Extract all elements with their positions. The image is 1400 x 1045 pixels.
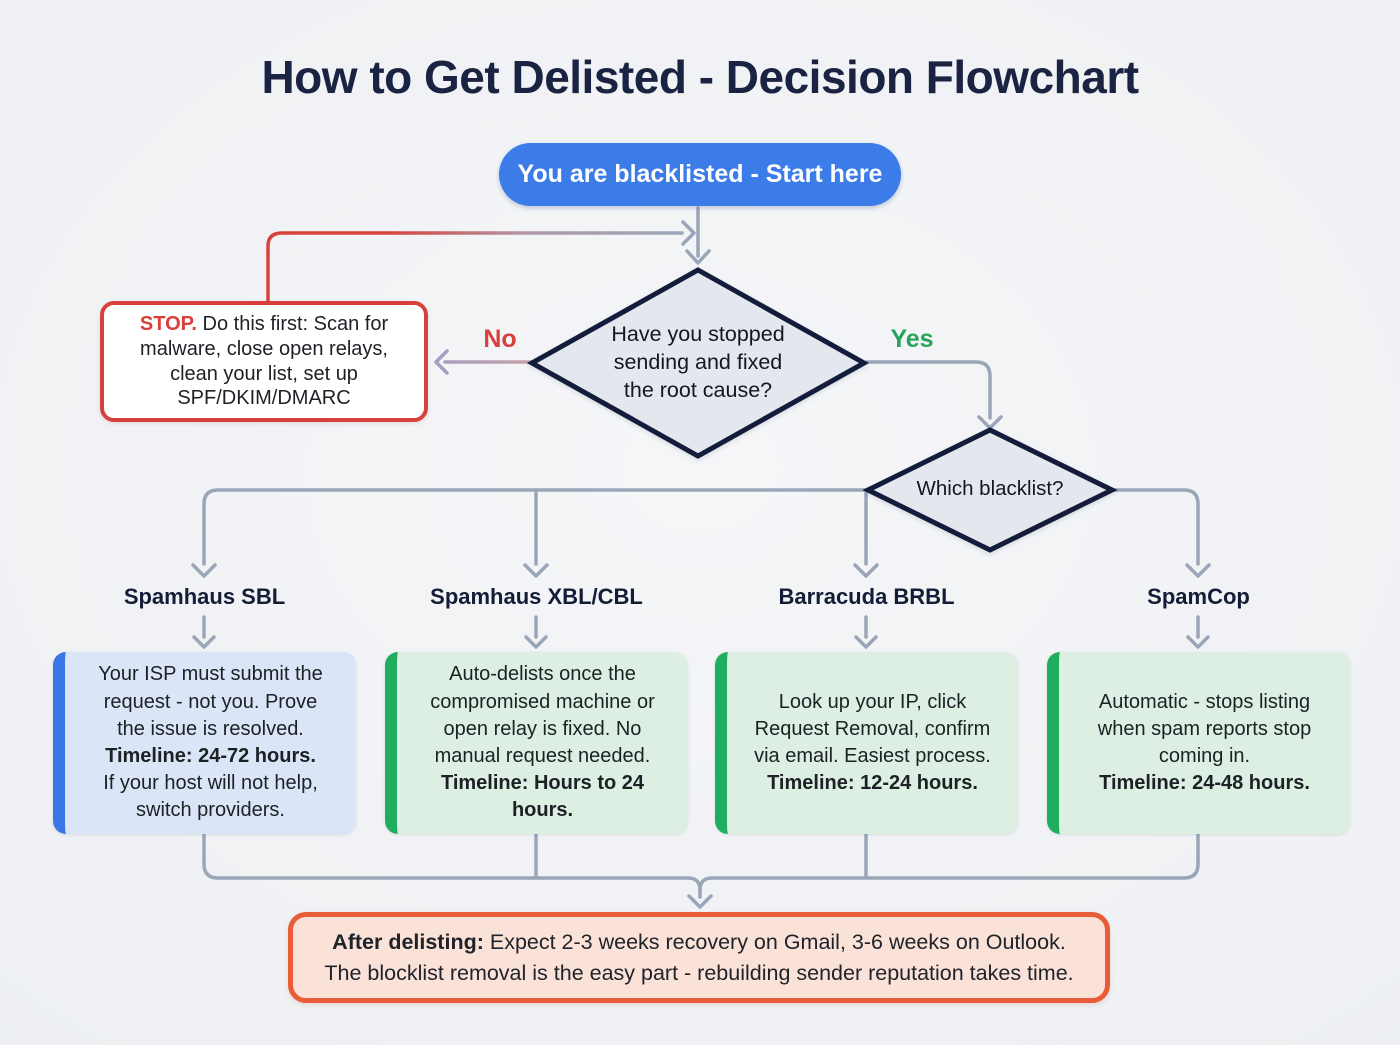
branch-text-spamhaus-xbl-cbl: Auto-delists once the compromised machin… [430, 663, 655, 822]
connector-merge-left [202, 832, 702, 899]
connector-stop-loopback [266, 231, 684, 303]
arrowhead-box-col2 [524, 635, 548, 649]
connector-merge-right [698, 832, 1200, 892]
decision1-question: Have you stopped sending and fixed the r… [611, 322, 785, 402]
decision2-question: Which blacklist? [916, 477, 1064, 500]
start-node-label: You are blacklisted - Start here [517, 160, 883, 188]
arrowhead-col4 [1185, 563, 1211, 578]
branch-box-spamhaus-sbl: Your ISP must submit the request - not y… [53, 652, 356, 834]
arrowhead-col3 [853, 563, 879, 578]
arrowhead-col1 [191, 563, 217, 578]
branch-box-spamhaus-xbl-cbl: Auto-delists once the compromised machin… [385, 652, 688, 834]
branch-text-spamhaus-sbl: Your ISP must submit the request - not y… [98, 663, 323, 822]
arrowhead-box-col3 [854, 635, 878, 649]
branch-label-spamhaus-xbl-cbl: Spamhaus XBL/CBL [430, 584, 643, 609]
edge-label-no: No [483, 325, 517, 353]
edge-label-yes: Yes [890, 325, 934, 353]
arrowhead-into-stop-box [434, 349, 449, 375]
arrowhead-box-col1 [192, 635, 216, 649]
after-delisting-text: After delisting: Expect 2-3 weeks recove… [324, 930, 1074, 985]
branch-box-barracuda-brbl: Look up your IP, click Request Removal, … [715, 652, 1018, 834]
arrowhead-into-decision1 [685, 249, 711, 265]
stop-remediation-box: STOP. Do this first: Scan for malware, c… [100, 301, 428, 422]
connector-bus-left [202, 488, 869, 566]
branch-label-spamcop: SpamCop [1147, 584, 1250, 609]
branch-label-barracuda-brbl: Barracuda BRBL [778, 584, 955, 609]
branch-text-barracuda-brbl: Look up your IP, click Request Removal, … [754, 690, 991, 795]
page-title: How to Get Delisted - Decision Flowchart [261, 51, 1139, 103]
arrowhead-col2 [523, 563, 549, 578]
branch-text-spamcop: Automatic - stops listing when spam repo… [1097, 690, 1312, 795]
arrowhead-box-col4 [1186, 635, 1210, 649]
decision2-diamond [862, 427, 1118, 553]
decision1-diamond [526, 267, 870, 459]
arrowhead-loopback [681, 220, 696, 246]
start-node: You are blacklisted - Start here [499, 143, 901, 206]
stop-remediation-text: STOP. Do this first: Scan for malware, c… [139, 312, 389, 410]
arrowhead-into-footer [687, 894, 713, 909]
connector-yes-branch [865, 360, 992, 420]
branch-box-spamcop: Automatic - stops listing when spam repo… [1047, 652, 1350, 834]
after-delisting-box: After delisting: Expect 2-3 weeks recove… [288, 912, 1110, 1003]
connector-bus-right [1111, 488, 1200, 566]
branch-label-spamhaus-sbl: Spamhaus SBL [123, 584, 286, 609]
